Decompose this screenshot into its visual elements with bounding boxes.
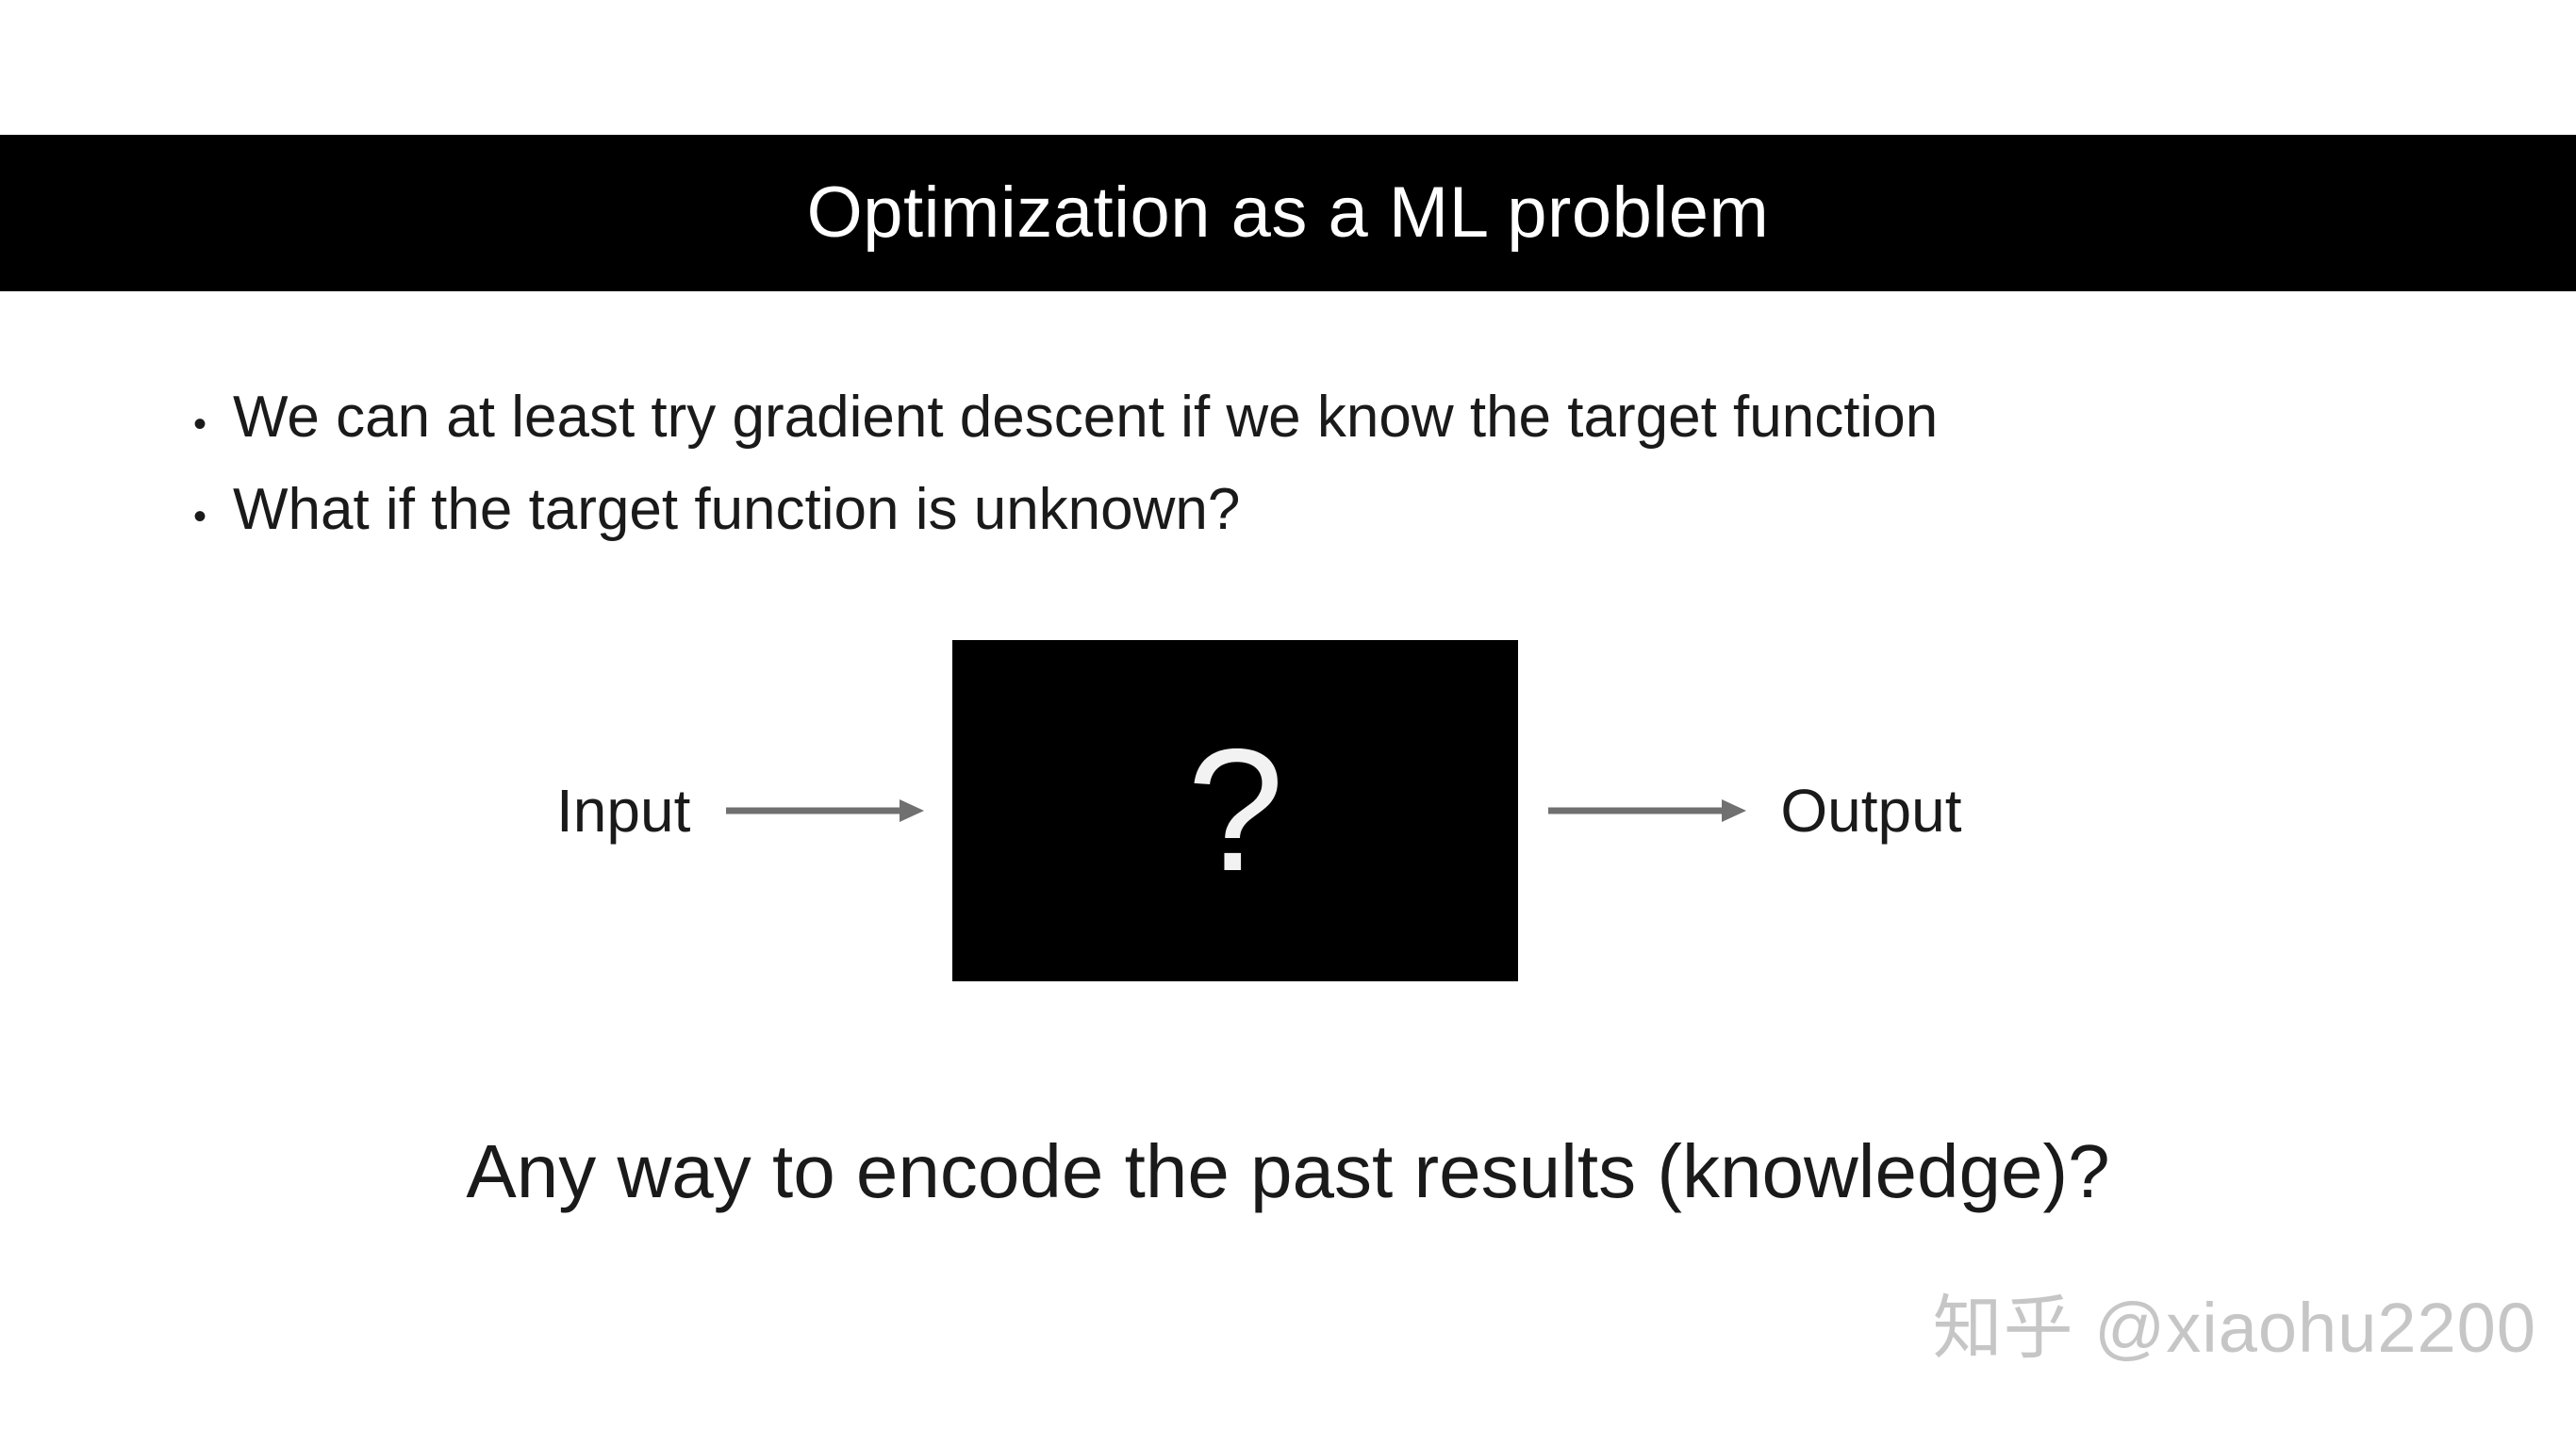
list-item: We can at least try gradient descent if … <box>193 382 2409 453</box>
page-title: Optimization as a ML problem <box>806 173 1770 253</box>
blackbox-diagram: Input ? Output <box>0 622 2576 999</box>
bullet-list: We can at least try gradient descent if … <box>193 382 2409 566</box>
arrow-right-icon <box>1548 799 1747 822</box>
watermark: 知乎 @xiaohu2200 <box>1932 1289 2536 1367</box>
title-banner: Optimization as a ML problem <box>0 135 2576 291</box>
bullet-text: We can at least try gradient descent if … <box>233 385 1939 450</box>
diagram-row: Input ? Output <box>556 622 2188 999</box>
bullet-text: What if the target function is unknown? <box>233 476 1241 542</box>
closing-question: Any way to encode the past results (know… <box>0 1129 2576 1214</box>
closing-question-text: Any way to encode the past results (know… <box>466 1129 2110 1213</box>
blackbox-unknown-function: ? <box>952 640 1519 981</box>
input-label: Input <box>556 777 691 845</box>
bullet-dot-icon <box>193 405 233 443</box>
arrow-right-icon <box>726 799 925 822</box>
output-label: Output <box>1780 777 1962 845</box>
question-mark-icon: ? <box>1186 713 1284 908</box>
bullet-dot-icon <box>193 498 233 535</box>
list-item: What if the target function is unknown? <box>193 474 2409 546</box>
